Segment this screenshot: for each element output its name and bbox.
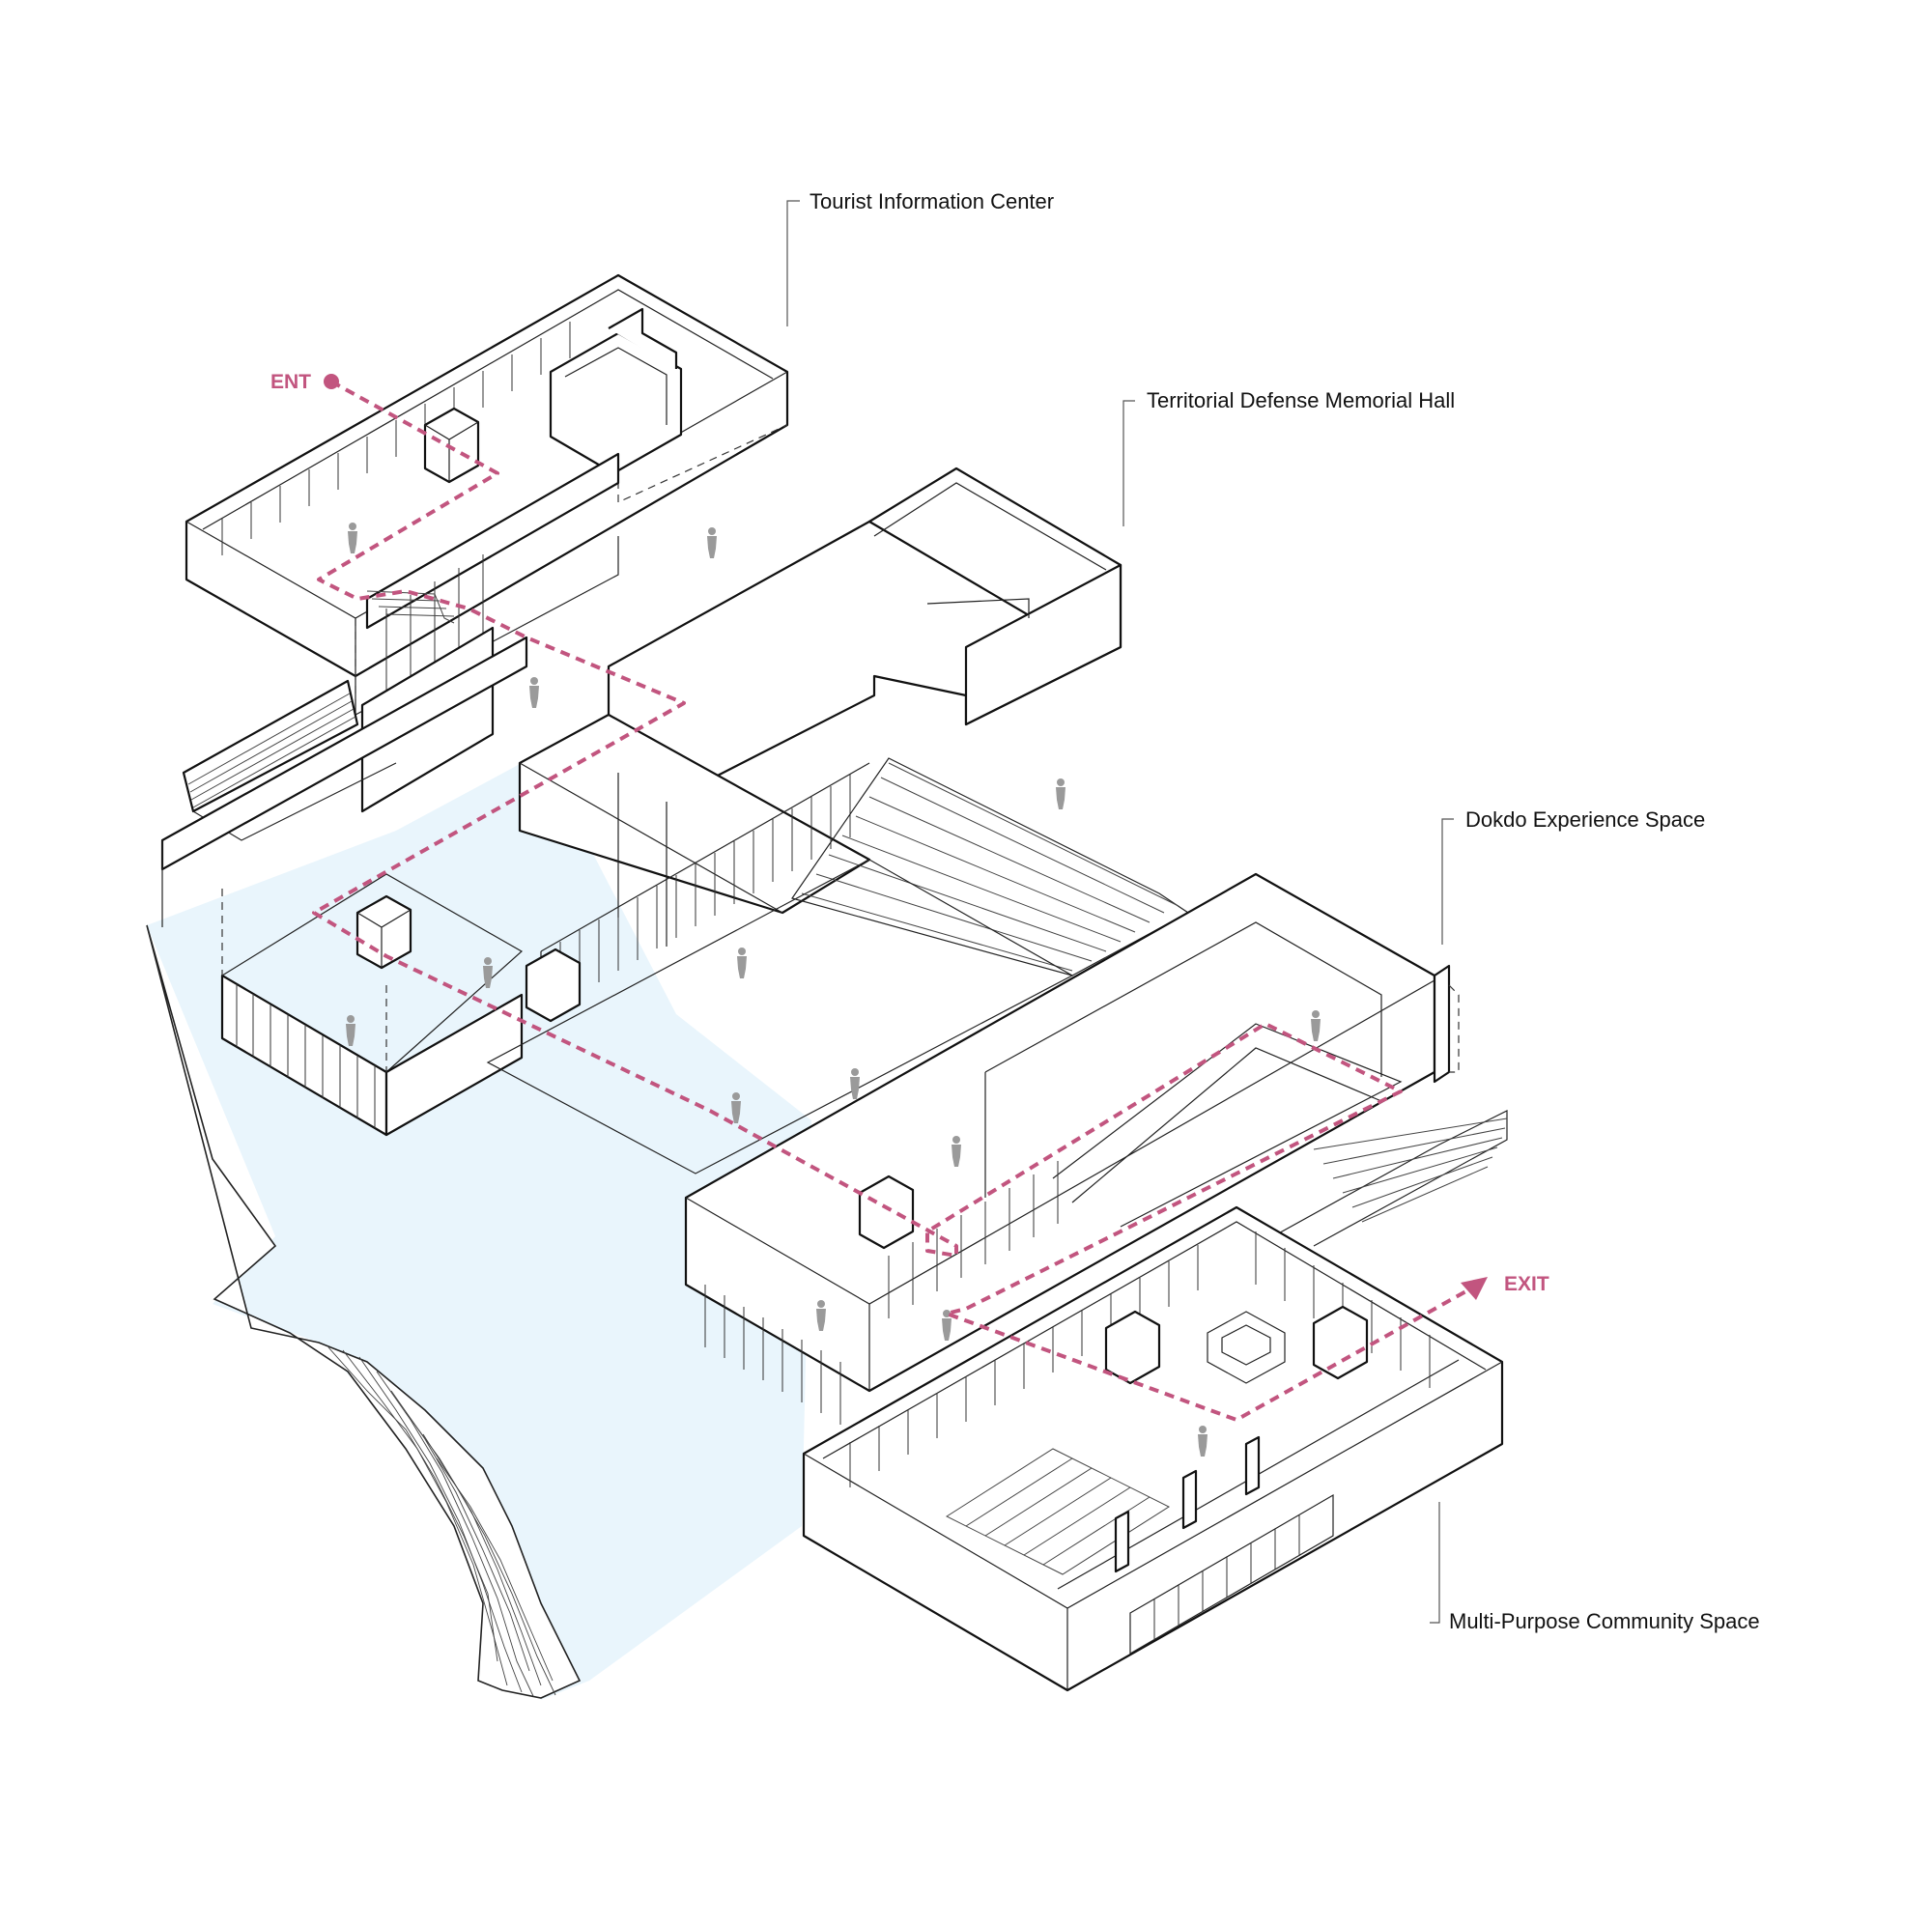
community-seating bbox=[945, 1448, 1171, 1575]
person-figure bbox=[348, 523, 357, 553]
cliff-terrain bbox=[146, 924, 582, 1699]
label-territorial-defense-memorial-hall: Territorial Defense Memorial Hall bbox=[1147, 388, 1455, 412]
exterior-steps-right bbox=[1255, 1110, 1508, 1247]
person-figure bbox=[731, 1092, 741, 1123]
leader-lines bbox=[786, 200, 1454, 1624]
visitor-route bbox=[312, 374, 1488, 1422]
person-figure bbox=[1311, 1010, 1321, 1041]
person-figure bbox=[1198, 1426, 1208, 1457]
person-figure bbox=[483, 957, 493, 988]
person-figure bbox=[816, 1300, 826, 1331]
community-space-building bbox=[802, 1205, 1504, 1692]
person-figure bbox=[850, 1068, 860, 1099]
person-figure bbox=[952, 1136, 961, 1167]
person-figure bbox=[737, 948, 747, 978]
exit-arrow-icon bbox=[1461, 1277, 1488, 1300]
label-tourist-information-center: Tourist Information Center bbox=[810, 189, 1054, 213]
amphitheatre-steps bbox=[791, 757, 1190, 976]
glass-lobby bbox=[160, 636, 528, 1137]
entrance-marker bbox=[324, 374, 339, 389]
entrance-label: ENT bbox=[270, 371, 311, 393]
tic-window-mullions bbox=[221, 322, 571, 555]
people-figures bbox=[346, 523, 1321, 1457]
person-figure bbox=[346, 1015, 355, 1046]
tourist-information-center-building bbox=[185, 273, 789, 678]
exit-label: EXIT bbox=[1504, 1273, 1549, 1295]
person-figure bbox=[529, 677, 539, 708]
central-plaza bbox=[486, 859, 1074, 1174]
person-figure bbox=[1056, 778, 1065, 809]
label-multi-purpose-community-space: Multi-Purpose Community Space bbox=[1449, 1609, 1760, 1633]
memorial-hall-building bbox=[518, 467, 1122, 1023]
stair bbox=[366, 590, 455, 624]
sea-area bbox=[147, 753, 811, 1700]
dokdo-experience-space-building bbox=[684, 872, 1460, 1425]
person-figure bbox=[707, 527, 717, 558]
label-dokdo-experience-space: Dokdo Experience Space bbox=[1465, 807, 1705, 832]
